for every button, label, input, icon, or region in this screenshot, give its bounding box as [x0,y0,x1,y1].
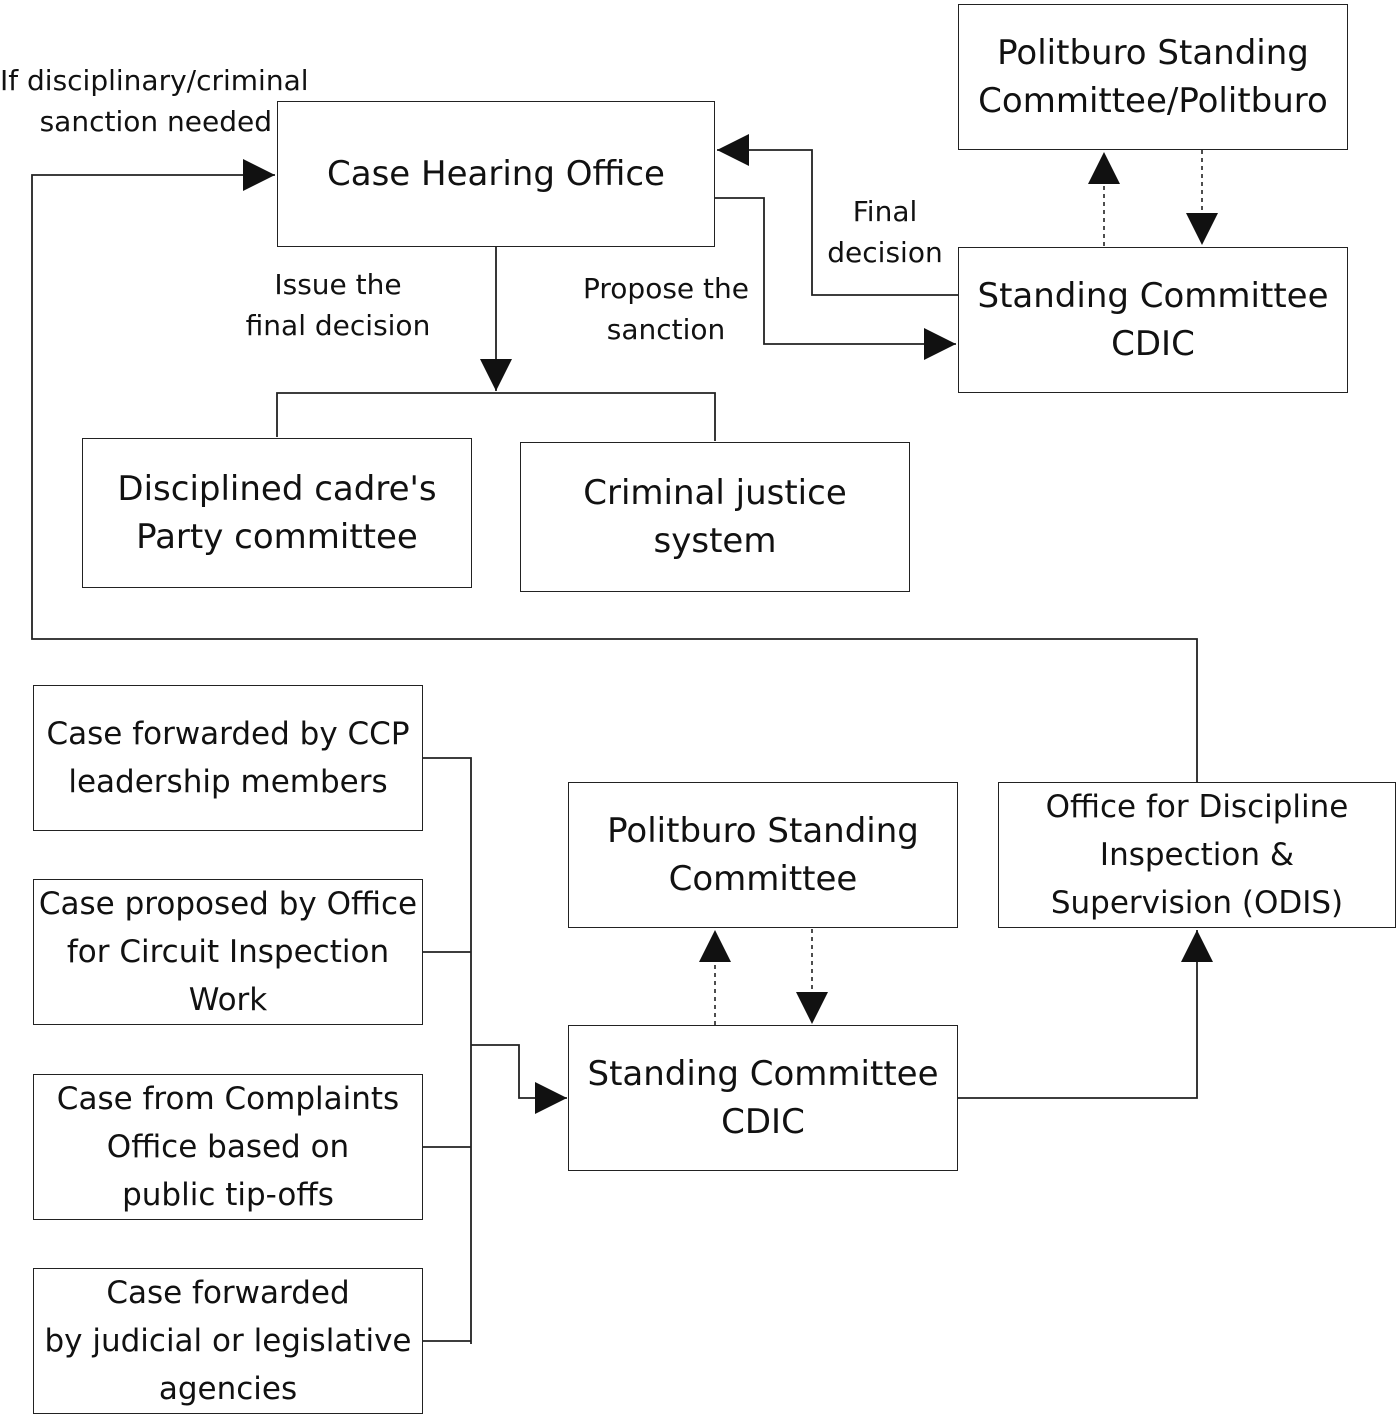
politburo-standing-committee-top-box: Politburo Standing Committee/Politburo [958,4,1348,150]
odis-to-case-hearing-arrow [31,159,1198,782]
issue-final-line-1: Issue the [274,268,402,301]
propose-sanction-line-2: sanction [606,313,726,346]
complaints-line-2: Office based on [106,1129,350,1165]
case-hearing-office-line-1: Case Hearing Office [327,154,665,194]
cadre-line-1: Disciplined cadre's [117,469,437,509]
sanction-needed-line-1: If disciplinary/criminal [0,64,309,97]
odis-line-3: Supervision (ODIS) [1050,885,1344,921]
politburo-standing-committee-bottom-box: Politburo Standing Committee [568,782,958,928]
psc-bottom-line-2: Committee [668,859,858,899]
cdic-top-line-1: Standing Committee [977,276,1329,316]
odis-box: Office for Discipline Inspection & Super… [998,782,1396,928]
psc-top-line-2: Committee/Politburo [978,81,1328,121]
criminal-justice-line-2: system [653,521,777,561]
disciplined-cadre-party-committee-box: Disciplined cadre's Party committee [82,438,472,588]
ccp-line-2: leadership members [68,764,388,800]
final-decision-line-1: Final [852,195,918,228]
psc-bottom-line-1: Politburo Standing [607,811,919,851]
odis-line-1: Office for Discipline [1045,789,1349,825]
circuit-line-1: Case proposed by Office [38,886,418,922]
label-final-decision: Final decision [815,191,955,273]
cdic-to-odis-arrow [958,930,1213,1099]
standing-committee-cdic-top-box: Standing Committee CDIC [958,247,1348,393]
criminal-justice-line-1: Criminal justice [583,473,847,513]
judicial-line-1: Case forwarded [106,1275,350,1311]
criminal-justice-system-box: Criminal justice system [520,442,910,592]
label-propose-sanction: Propose the sanction [566,268,766,350]
judicial-line-3: agencies [158,1371,298,1407]
propose-sanction-line-1: Propose the [583,272,749,305]
circuit-line-3: Work [188,982,268,1018]
case-forwarded-ccp-leadership-box: Case forwarded by CCP leadership members [33,685,423,831]
psc-top-line-1: Politburo Standing [997,33,1309,73]
case-circuit-inspection-box: Case proposed by Office for Circuit Insp… [33,879,423,1025]
label-issue-final-decision: Issue the final decision [228,264,448,346]
ccp-line-1: Case forwarded by CCP [46,716,410,752]
odis-line-2: Inspection & [1099,837,1295,873]
complaints-line-3: public tip-offs [122,1177,334,1213]
cdic-bottom-line-1: Standing Committee [587,1054,939,1094]
complaints-line-1: Case from Complaints [56,1081,400,1117]
sources-to-cdic-arrow [471,1044,567,1114]
label-sanction-needed: If disciplinary/criminal sanction needed [0,60,310,142]
cdic-bottom-line-2: CDIC [721,1102,805,1142]
issue-final-line-2: final decision [245,309,431,342]
propose-sanction-arrow [715,197,956,360]
source-bus-1 [423,757,472,1344]
split-connector [276,392,716,441]
standing-committee-cdic-bottom-box: Standing Committee CDIC [568,1025,958,1171]
sanction-needed-line-2: sanction needed [39,105,272,138]
case-hearing-office-box: Case Hearing Office [277,101,715,247]
final-decision-arrow [717,134,958,296]
case-complaints-office-box: Case from Complaints Office based on pub… [33,1074,423,1220]
circuit-line-2: for Circuit Inspection [66,934,390,970]
cdic-top-line-2: CDIC [1111,324,1195,364]
cadre-line-2: Party committee [136,517,418,557]
case-judicial-legislative-box: Case forwarded by judicial or legislativ… [33,1268,423,1414]
final-decision-line-2: decision [827,236,943,269]
judicial-line-2: by judicial or legislative [44,1323,412,1359]
